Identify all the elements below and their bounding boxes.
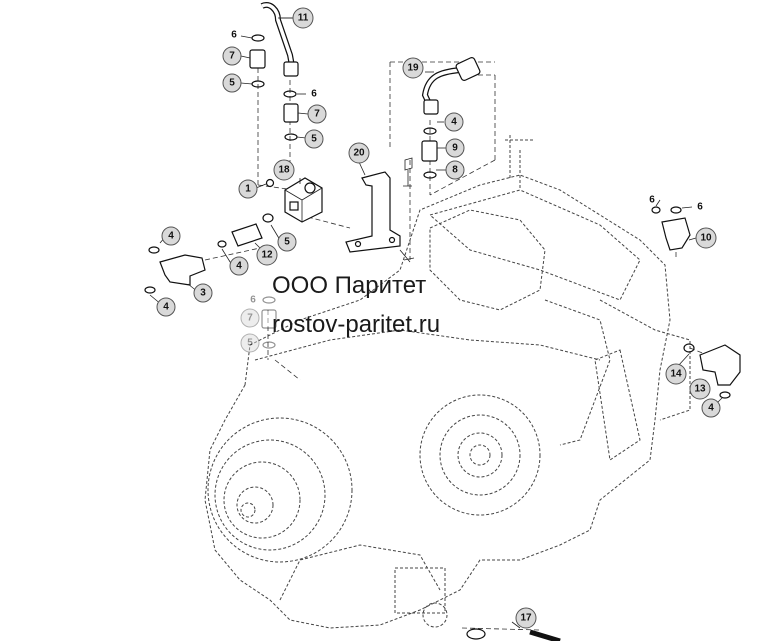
callout-9: 9 [445, 138, 465, 158]
callout-4-center: 4 [229, 256, 249, 276]
svg-text:17: 17 [520, 613, 532, 624]
callout-12: 12 [256, 244, 278, 266]
svg-text:7: 7 [229, 51, 235, 62]
faded-callouts: 6 7 5 [240, 295, 260, 353]
callout-1: 1 [238, 179, 258, 199]
bracket-20 [345, 157, 415, 263]
svg-text:4: 4 [236, 261, 242, 272]
callout-5-top: 5 [222, 73, 242, 93]
callout-3: 3 [193, 283, 213, 303]
faded-fittings [261, 296, 277, 349]
callout-7-mid: 7 [307, 104, 327, 124]
callout-7-top: 7 [222, 46, 242, 66]
pipe-19 [421, 57, 481, 115]
fittings-stack-right [421, 127, 438, 179]
callout-4-right-top: 4 [444, 112, 464, 132]
elbow-fitting-10 [651, 206, 691, 251]
callout-19: 19 [402, 57, 424, 79]
svg-text:8: 8 [452, 165, 458, 176]
label-6-top: 6 [231, 30, 237, 41]
svg-text:5: 5 [229, 78, 235, 89]
callout-11: 11 [292, 7, 314, 29]
svg-text:1: 1 [245, 184, 251, 195]
svg-text:9: 9 [452, 143, 458, 154]
svg-text:10: 10 [700, 233, 712, 244]
elbow-fitting-13 [683, 343, 741, 399]
callout-17: 17 [515, 607, 537, 629]
callout-20: 20 [348, 142, 370, 164]
svg-text:18: 18 [278, 165, 290, 176]
svg-text:7: 7 [314, 109, 320, 120]
callout-4-left-bottom: 4 [156, 297, 176, 317]
label-6-right-a: 6 [649, 195, 655, 206]
label-6-faded: 6 [250, 295, 256, 306]
callout-5-mid: 5 [304, 129, 324, 149]
svg-text:5: 5 [311, 134, 317, 145]
svg-text:4: 4 [163, 302, 169, 313]
callout-4-left-top: 4 [161, 226, 181, 246]
hose-17 [466, 628, 561, 641]
svg-text:11: 11 [298, 13, 309, 24]
valve-block-18 [265, 177, 323, 223]
label-6-mid: 6 [311, 89, 317, 100]
svg-text:4: 4 [451, 117, 457, 128]
svg-text:20: 20 [353, 148, 365, 159]
callout-4-right-bottom: 4 [701, 398, 721, 418]
callout-10: 10 [695, 227, 717, 249]
gearbox-housing-outline [204, 135, 691, 629]
svg-text:4: 4 [708, 403, 714, 414]
label-7-faded: 7 [247, 313, 253, 324]
watermark-company: ООО Паритет [272, 272, 427, 299]
svg-text:19: 19 [407, 63, 419, 74]
elbow-fitting-3 [144, 246, 206, 294]
watermark-website: rostov-paritet.ru [272, 311, 441, 338]
svg-text:3: 3 [200, 288, 206, 299]
callout-18: 18 [273, 159, 295, 181]
pipe-11 [260, 2, 299, 77]
label-5-faded: 5 [247, 338, 253, 349]
svg-text:13: 13 [694, 384, 706, 395]
callout-5-center: 5 [277, 232, 297, 252]
svg-text:14: 14 [670, 369, 682, 380]
callout-8: 8 [445, 160, 465, 180]
svg-text:4: 4 [168, 231, 174, 242]
callout-13: 13 [689, 378, 711, 400]
label-6-right-b: 6 [697, 202, 703, 213]
callout-14: 14 [665, 363, 687, 385]
svg-text:12: 12 [261, 250, 273, 261]
fitting-12 [217, 213, 274, 248]
svg-text:5: 5 [284, 237, 290, 248]
